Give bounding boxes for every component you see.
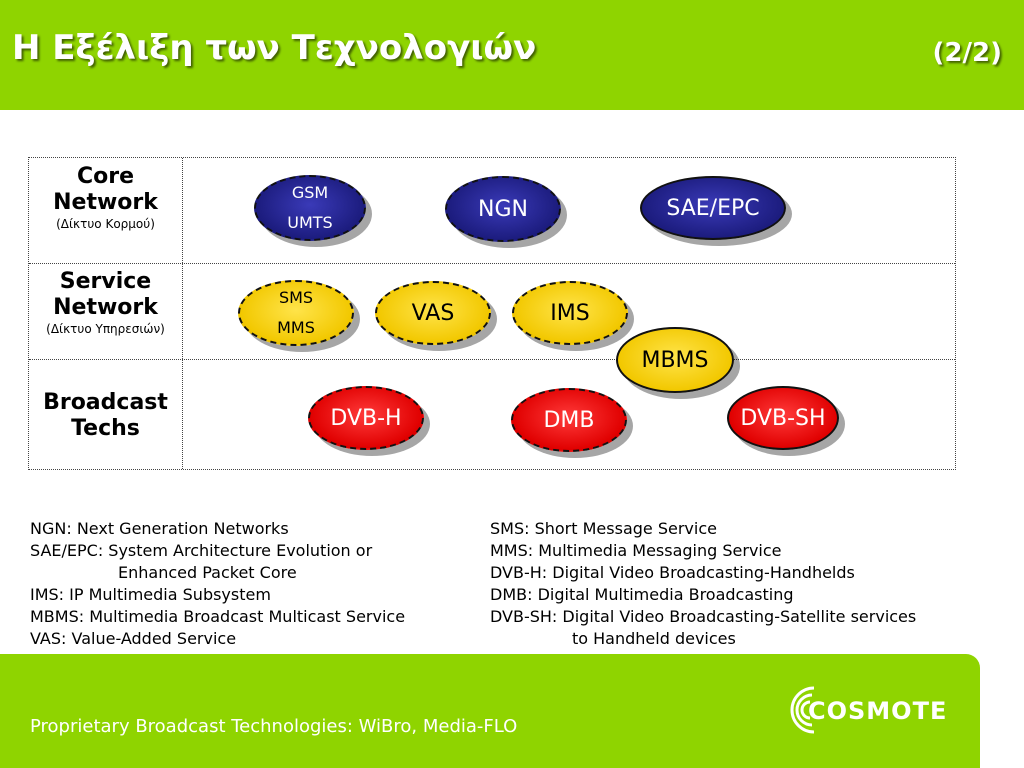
definitions-left: NGN: Next Generation Networks SAE/EPC: S… <box>30 518 405 650</box>
oval-vas-label: VAS <box>411 300 455 326</box>
row-label-broadcast-main: Broadcast Techs <box>43 390 168 441</box>
row-label-service-network: Service Network (Δίκτυο Υπηρεσιών) <box>29 269 182 337</box>
definition-item: NGN: Next Generation Networks <box>30 519 289 538</box>
oval-dmb: DMB <box>511 388 627 452</box>
page-title: Η Εξέλιξη των Τεχνολογιών <box>12 28 537 68</box>
oval-mms-label: MMS <box>277 318 315 337</box>
oval-vas: VAS <box>375 281 491 345</box>
oval-sms-label: SMS <box>278 288 314 307</box>
definition-item: Enhanced Packet Core <box>118 563 297 582</box>
definition-item: DVB-SH: Digital Video Broadcasting-Satel… <box>490 607 917 626</box>
oval-dvb-sh: DVB-SH <box>727 386 839 450</box>
row-label-core-network: Core Network (Δίκτυο Κορμού) <box>29 164 182 232</box>
header-bar: Η Εξέλιξη των Τεχνολογιών (2/2) <box>0 0 1024 110</box>
definition-item: SAE/EPC: System Architecture Evolution o… <box>30 541 373 560</box>
definition-item: VAS: Value-Added Service <box>30 629 237 648</box>
row-divider <box>29 359 955 360</box>
oval-sae-epc: SAE/EPC <box>640 176 786 240</box>
definition-item: DVB-H: Digital Video Broadcasting-Handhe… <box>490 563 855 582</box>
oval-sms-mms: SMS MMS <box>238 280 354 346</box>
oval-sae-epc-label: SAE/EPC <box>666 195 760 221</box>
oval-mbms: MBMS <box>616 327 734 393</box>
footer-text: Proprietary Broadcast Technologies: WiBr… <box>30 716 518 737</box>
oval-gsm-label: GSM <box>291 183 329 202</box>
oval-ims: IMS <box>512 281 628 345</box>
row-divider <box>29 263 955 264</box>
page-number: (2/2) <box>932 38 1002 68</box>
definitions-right: SMS: Short Message Service MMS: Multimed… <box>490 518 916 650</box>
technology-grid: Core Network (Δίκτυο Κορμού) Service Net… <box>28 157 956 470</box>
row-label-core-sub: (Δίκτυο Κορμού) <box>56 217 155 231</box>
definition-item: IMS: IP Multimedia Subsystem <box>30 585 271 604</box>
oval-dvb-h-label: DVB-H <box>330 405 402 431</box>
definition-item: MMS: Multimedia Messaging Service <box>490 541 782 560</box>
oval-umts-label: UMTS <box>287 213 333 232</box>
oval-ims-label: IMS <box>550 300 590 326</box>
oval-mbms-label: MBMS <box>641 347 709 373</box>
cosmote-logo: COSMOTE <box>790 686 947 734</box>
oval-ngn: NGN <box>445 176 561 242</box>
definition-item: DMB: Digital Multimedia Broadcasting <box>490 585 794 604</box>
oval-dmb-label: DMB <box>543 407 595 433</box>
definition-item: to Handheld devices <box>572 629 736 648</box>
column-divider <box>182 158 183 469</box>
logo-text: COSMOTE <box>808 697 947 725</box>
oval-dvb-h: DVB-H <box>308 386 424 450</box>
definition-item: SMS: Short Message Service <box>490 519 717 538</box>
row-label-broadcast-techs: Broadcast Techs <box>29 390 182 442</box>
definition-item: MBMS: Multimedia Broadcast Multicast Ser… <box>30 607 406 626</box>
oval-gsm-umts: GSM UMTS <box>254 175 366 241</box>
oval-ngn-label: NGN <box>478 196 528 222</box>
row-label-service-main: Service Network <box>53 269 158 320</box>
row-label-core-main: Core Network <box>53 164 158 215</box>
row-label-service-sub: (Δίκτυο Υπηρεσιών) <box>46 322 165 336</box>
footer-bar <box>0 654 980 768</box>
oval-dvb-sh-label: DVB-SH <box>740 405 826 431</box>
